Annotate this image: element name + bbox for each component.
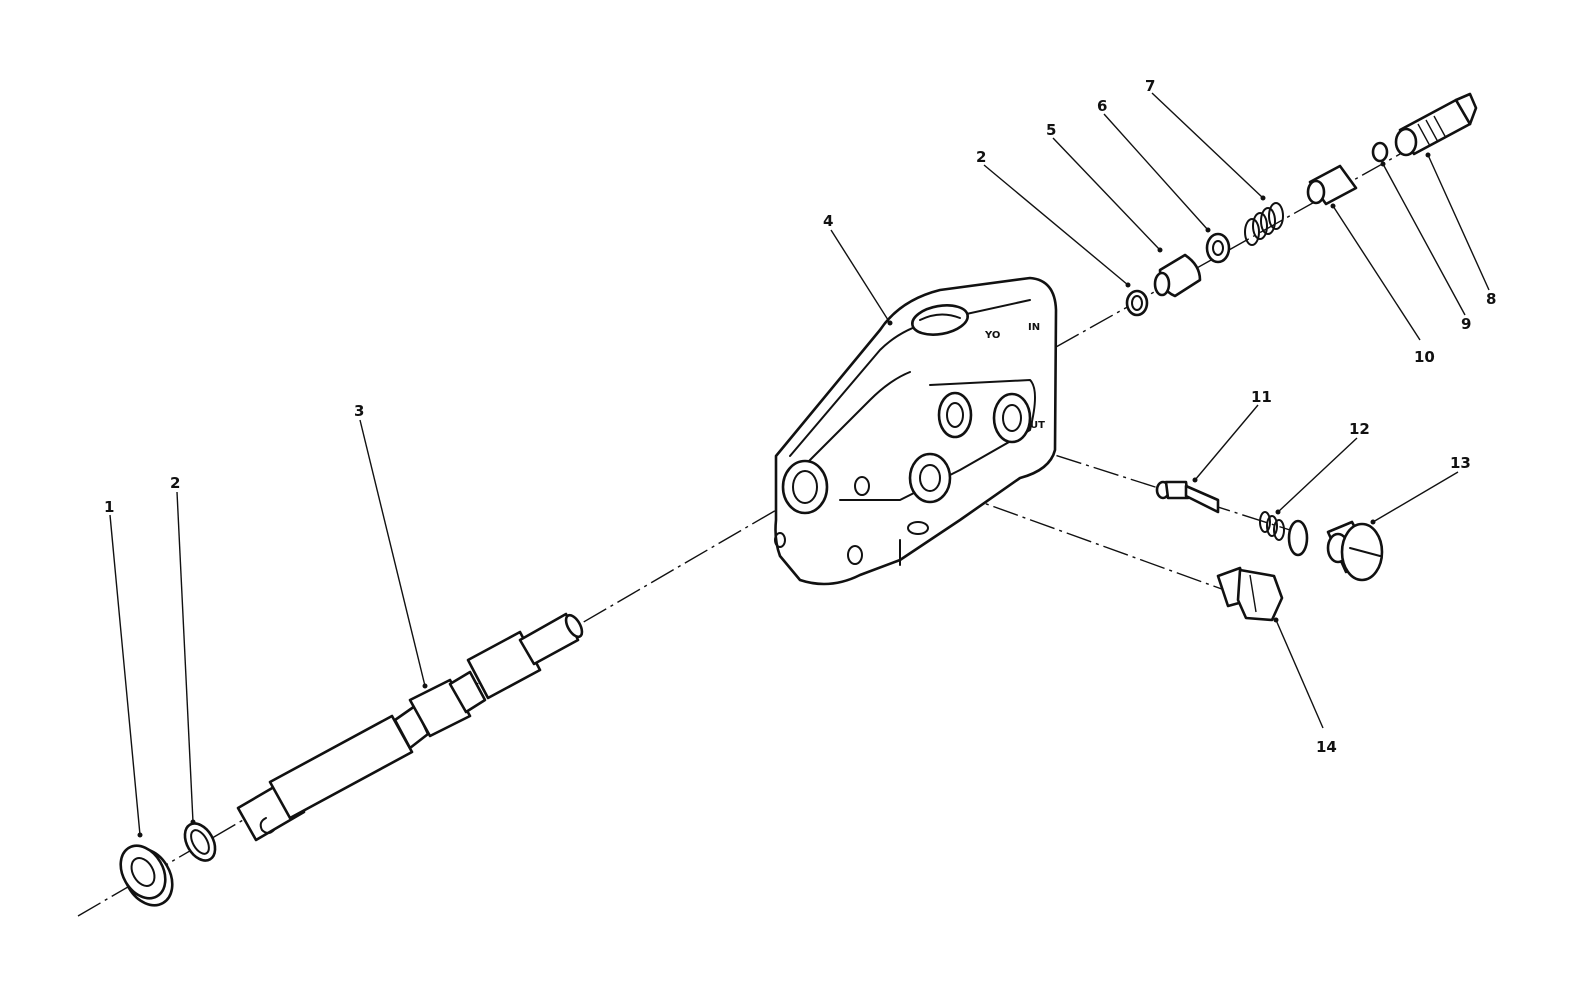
- callout-8: 8: [1486, 290, 1496, 308]
- callout-1: 1: [104, 498, 114, 516]
- part-2-oring-right: [1125, 289, 1149, 317]
- callout-6: 6: [1097, 97, 1107, 115]
- cover-mark-stamp: YO: [984, 330, 1000, 341]
- callout-2-right: 2: [976, 148, 986, 166]
- part-7-spring: [1244, 202, 1284, 246]
- callout-7: 7: [1145, 77, 1155, 95]
- part-8-adjust-screw: [1394, 92, 1478, 157]
- part-11-pin: [1155, 480, 1220, 514]
- leader-lines: [109, 92, 1490, 838]
- callout-3: 3: [354, 402, 364, 420]
- callout-12: 12: [1349, 420, 1370, 438]
- callout-labels: 1 2 3 4 2 5 6 7 8 9 10 11 12 13 14: [104, 77, 1496, 756]
- callout-9: 9: [1461, 315, 1471, 333]
- callout-2-left: 2: [170, 474, 180, 492]
- part-10-sleeve: [1306, 164, 1358, 206]
- part-14-hex-plug: [1216, 566, 1284, 622]
- callout-10: 10: [1414, 348, 1435, 366]
- part-1-seal: [119, 844, 174, 907]
- callout-5: 5: [1046, 121, 1056, 139]
- port-out-stamp: UT: [1030, 420, 1045, 431]
- part-9-ring: [1371, 141, 1389, 163]
- part-2-oring-left: [183, 822, 217, 862]
- callout-13: 13: [1450, 454, 1471, 472]
- callout-4: 4: [823, 212, 833, 230]
- callout-11: 11: [1251, 388, 1272, 406]
- part-3-spool: [236, 612, 584, 842]
- part-12-spring-ring: [1259, 511, 1309, 557]
- part-6-washer: [1205, 232, 1231, 264]
- callout-14: 14: [1316, 738, 1337, 756]
- port-in-stamp: IN: [1028, 322, 1040, 333]
- part-13-slotted-plug: [1326, 520, 1384, 582]
- part-4-valve-body: YO IN UT: [774, 276, 1058, 586]
- part-5-poppet: [1153, 253, 1202, 298]
